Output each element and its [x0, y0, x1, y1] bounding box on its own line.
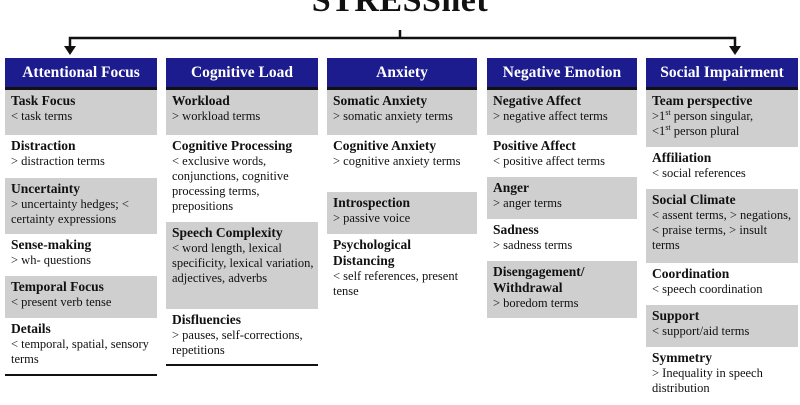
list-item: Distraction > distraction terms — [11, 138, 105, 168]
column-header: Attentional Focus — [5, 58, 157, 90]
list-item: Task Focus < task terms — [5, 90, 157, 135]
list-item: Positive Affect < positive affect terms — [493, 138, 605, 168]
list-item: Cognitive Anxiety > cognitive anxiety te… — [333, 138, 461, 168]
list-item: Affiliation < social references — [652, 150, 746, 180]
list-item: Sadness > sadness terms — [493, 222, 573, 252]
list-item: Symmetry > Inequality in speech distribu… — [652, 350, 763, 395]
list-item: Uncertainty > uncertainty hedges; < cert… — [5, 178, 157, 234]
bracket-connector — [64, 30, 741, 55]
column-bottom-rule — [5, 374, 157, 376]
diagram-title: STRESSnet — [311, 0, 489, 19]
list-item: Negative Affect > negative affect terms — [487, 90, 637, 135]
list-item: Details < temporal, spatial, sensory ter… — [11, 321, 149, 366]
column-header: Social Impairment — [646, 58, 798, 90]
column-header: Cognitive Load — [166, 58, 318, 90]
column-bottom-rule — [166, 364, 318, 366]
list-item: Team perspective >1st person singular, <… — [646, 90, 798, 147]
list-item: Coordination < speech coordination — [652, 266, 763, 296]
list-item: Workload > workload terms — [166, 90, 318, 135]
list-item: Introspection > passive voice — [327, 192, 477, 234]
column-cognitive-load: Cognitive Load Workload > workload terms… — [166, 58, 318, 366]
arrow-down-icon — [64, 46, 76, 55]
list-item: Anger > anger terms — [487, 177, 637, 219]
column-attentional-focus: Attentional Focus Task Focus < task term… — [5, 58, 157, 376]
arrow-down-icon — [729, 46, 741, 55]
list-item: Sense-making > wh- questions — [11, 237, 92, 267]
list-item: Support < support/aid terms — [646, 305, 798, 347]
list-item: Cognitive Processing < exclusive words, … — [172, 138, 293, 213]
list-item: Psychological Distancing < self referenc… — [333, 237, 459, 298]
column-header: Negative Emotion — [487, 58, 637, 90]
column-anxiety: Anxiety Somatic Anxiety > somatic anxiet… — [327, 58, 477, 306]
column-negative-emotion: Negative Emotion Negative Affect > negat… — [487, 58, 637, 318]
column-header: Anxiety — [327, 58, 477, 90]
list-item: Speech Complexity < word length, lexical… — [166, 222, 318, 309]
list-item: Disengagement/ Withdrawal > boredom term… — [487, 261, 637, 318]
list-item: Somatic Anxiety > somatic anxiety terms — [327, 90, 477, 135]
list-item: Disfluencies > pauses, self-corrections,… — [172, 312, 303, 357]
column-social-impairment: Social Impairment Team perspective >1st … — [646, 58, 798, 397]
list-item: Social Climate < assent terms, > negatio… — [646, 189, 798, 263]
list-item: Temporal Focus < present verb tense — [5, 276, 157, 318]
